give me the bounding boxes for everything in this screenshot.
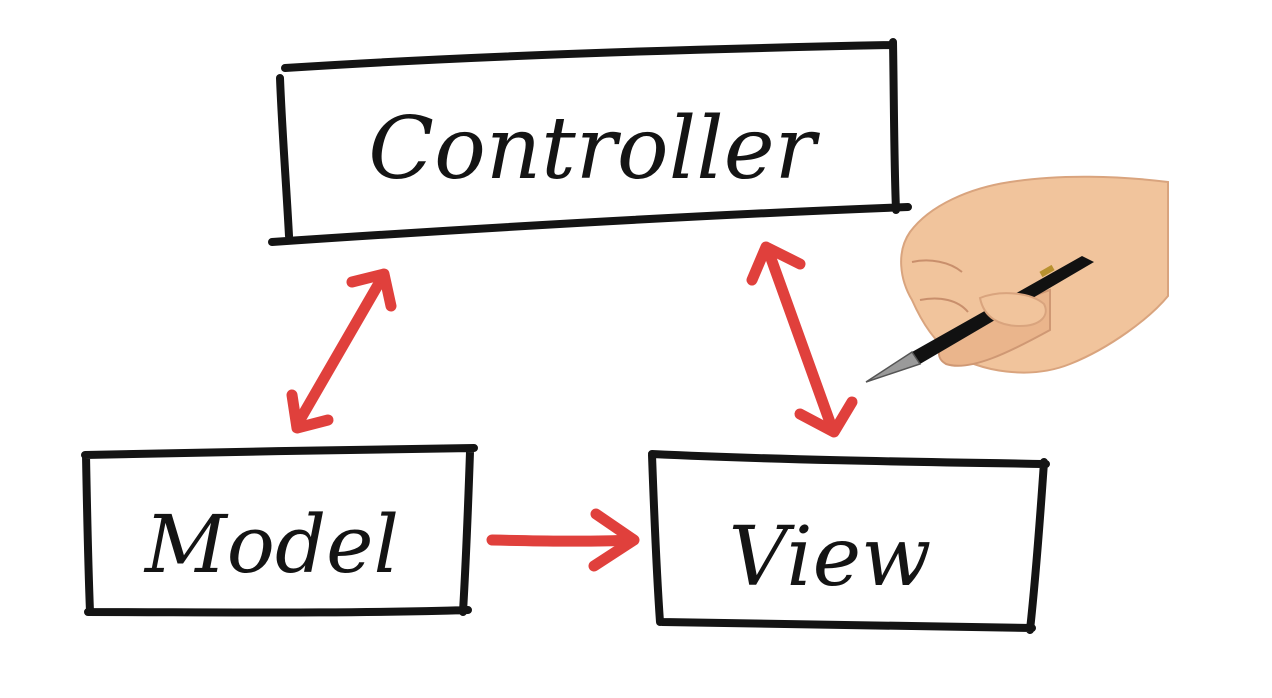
model-box xyxy=(81,444,478,617)
arrow-model-controller xyxy=(286,268,397,434)
view-box xyxy=(648,450,1050,634)
arrow-view-controller xyxy=(746,241,858,438)
model-label: Model xyxy=(143,498,399,591)
controller-node: Controller xyxy=(268,38,912,246)
view-label: View xyxy=(729,510,932,605)
model-node: Model xyxy=(81,444,478,617)
arrows xyxy=(286,241,858,572)
controller-box xyxy=(268,38,912,246)
controller-label: Controller xyxy=(368,99,820,199)
hand-with-pen-icon xyxy=(865,175,1169,383)
view-node: View xyxy=(648,450,1050,634)
arrow-model-view xyxy=(486,508,640,572)
